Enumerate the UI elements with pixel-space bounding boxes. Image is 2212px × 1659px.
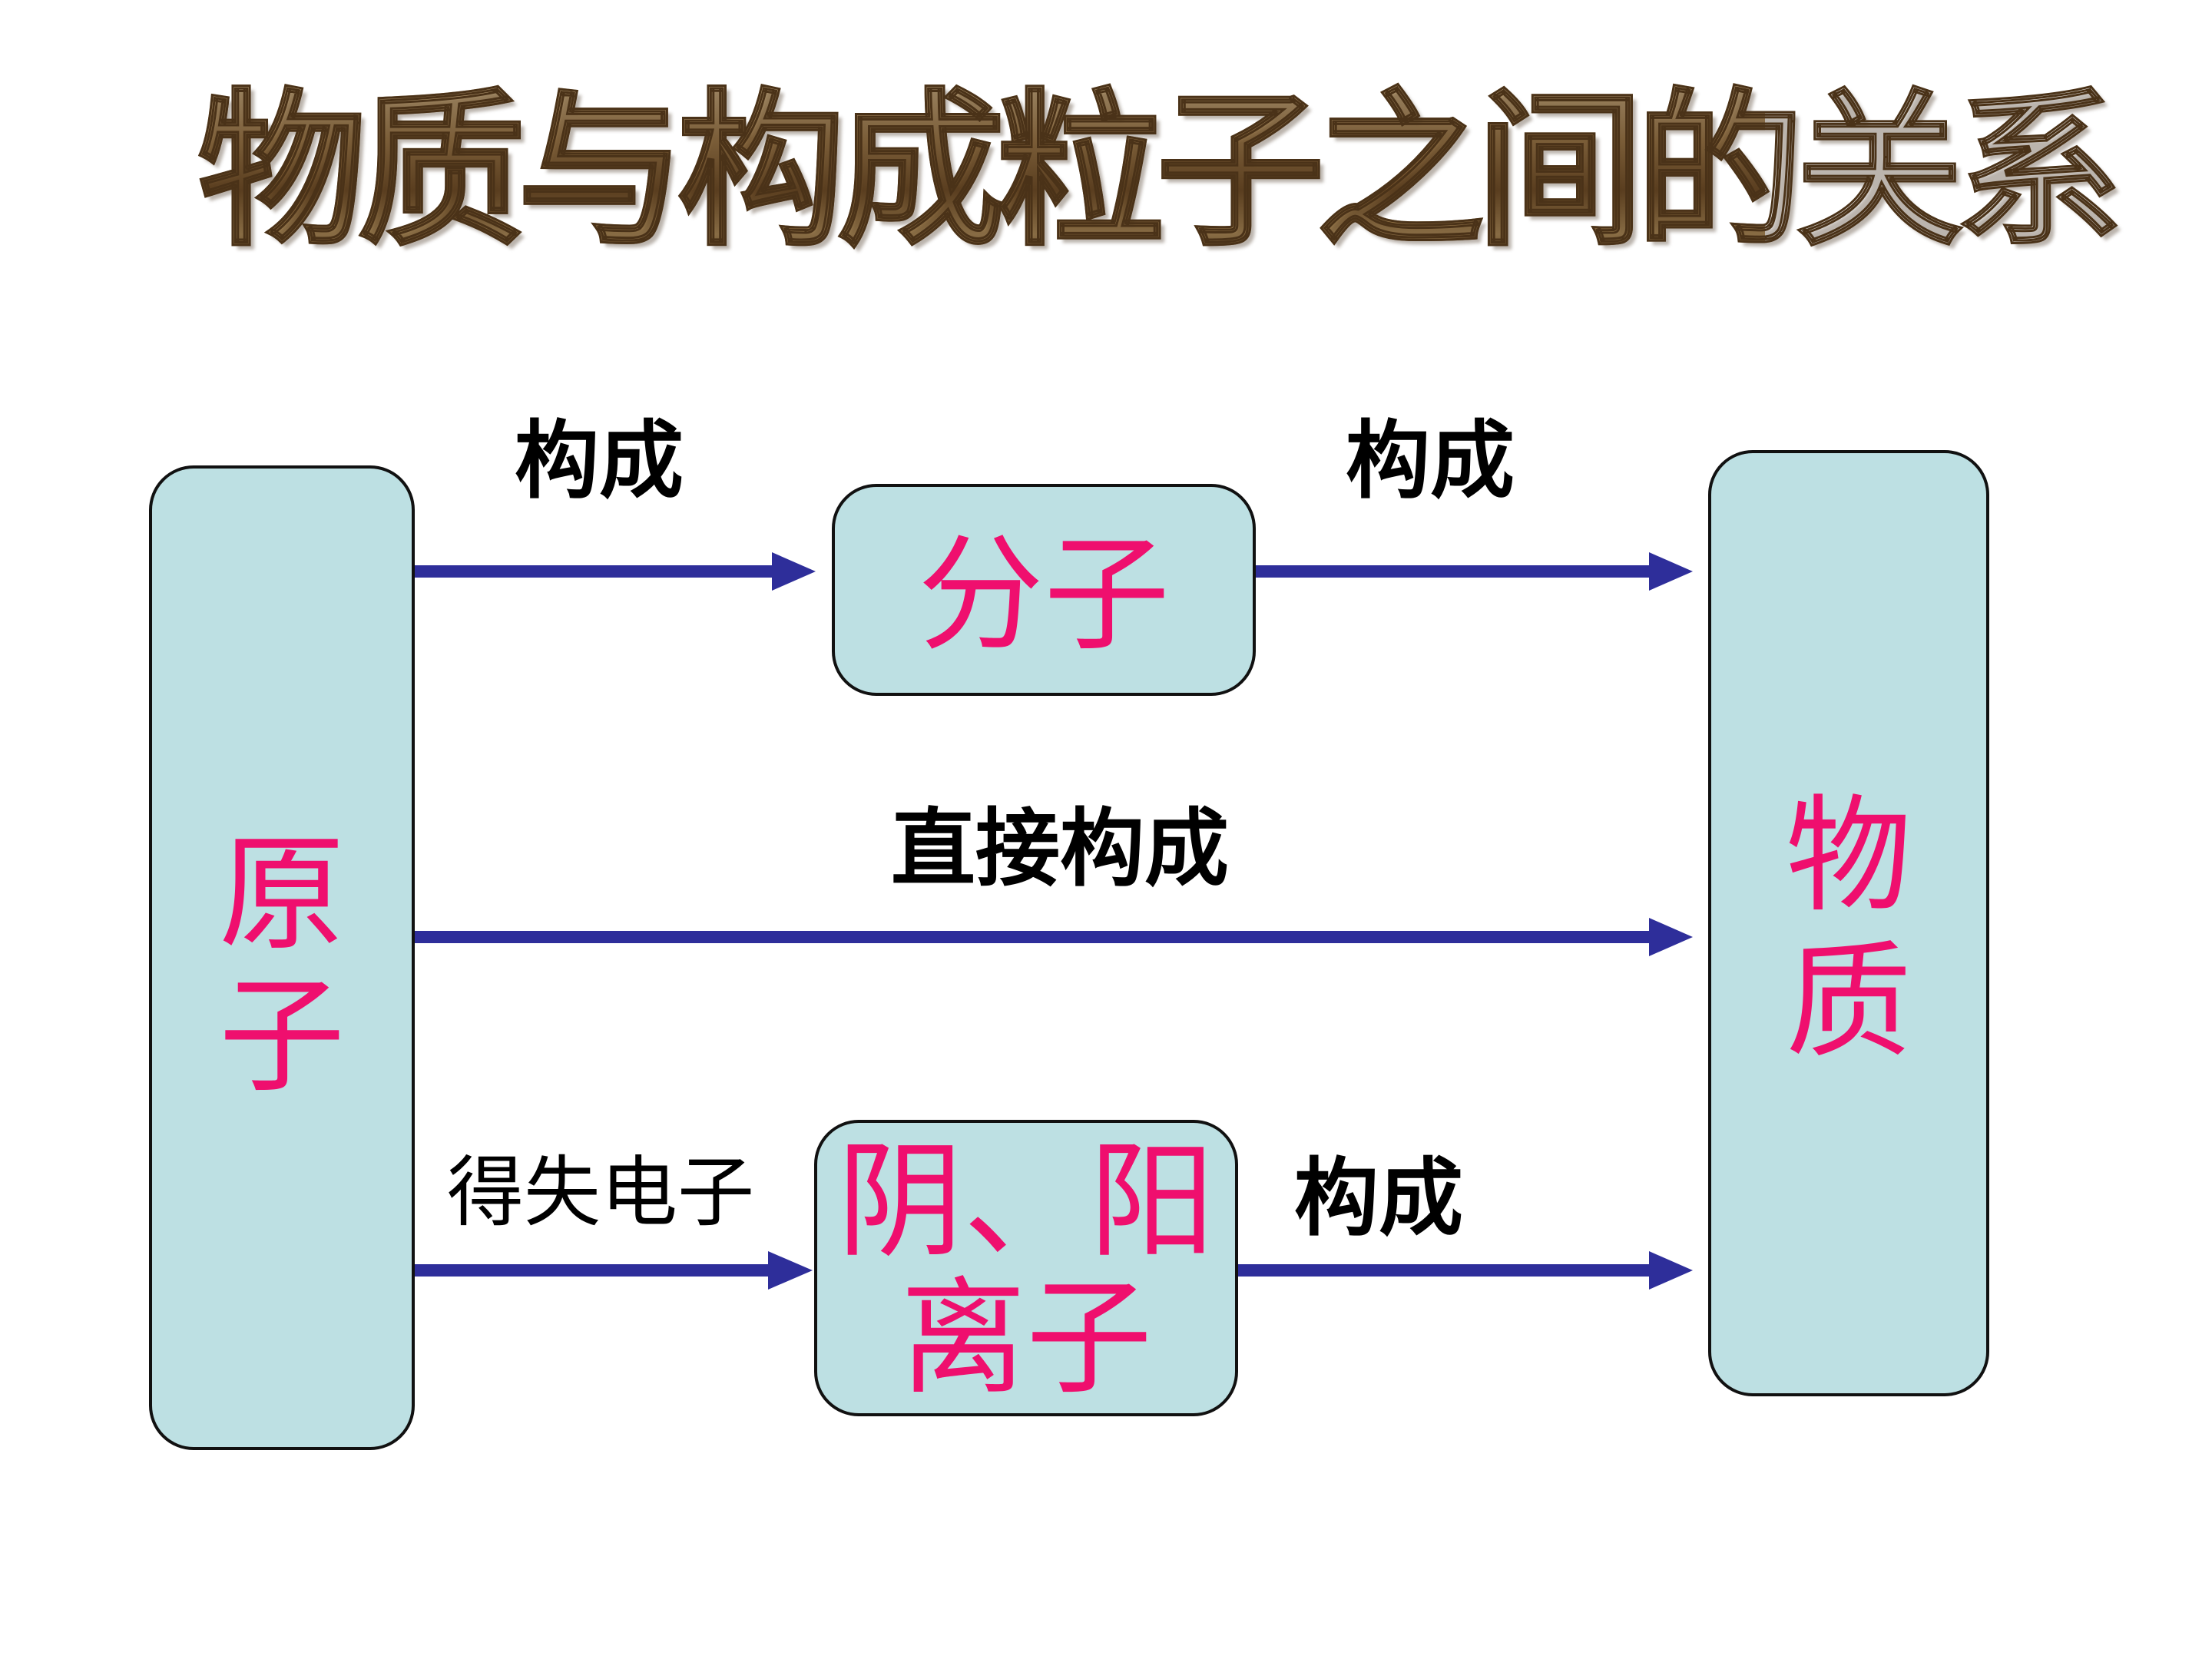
matter-label-line1: 物 — [1785, 783, 1912, 929]
edge-label-molecule-to-matter: 构成 — [1346, 412, 1515, 510]
ions-label-line1: 阴、阳 — [836, 1128, 1215, 1275]
atom-label-line1: 原 — [218, 821, 345, 968]
matter-node — [1708, 450, 1989, 1396]
edge-label-atom-to-ions: 得失电子 — [447, 1147, 754, 1237]
arrowhead-atom-to-ions — [768, 1251, 813, 1290]
edge-label-atom-to-molecule: 构成 — [515, 412, 684, 510]
edge-label-atom-to-matter: 直接构成 — [891, 800, 1229, 898]
arrowhead-atom-to-molecule — [772, 552, 816, 591]
molecule-label: 分子 — [917, 522, 1170, 668]
arrowhead-molecule-to-matter — [1649, 552, 1693, 591]
atom-label-line2: 子 — [218, 963, 345, 1110]
edge-label-ions-to-matter: 构成 — [1294, 1149, 1463, 1247]
arrowhead-ions-to-matter — [1649, 1251, 1693, 1290]
matter-label-line2: 质 — [1785, 929, 1912, 1075]
atom-node — [149, 465, 415, 1450]
molecule-node — [832, 484, 1256, 696]
arrowhead-atom-to-matter — [1649, 918, 1693, 956]
ions-label-line2: 离子 — [899, 1265, 1152, 1412]
ions-node — [814, 1120, 1238, 1416]
